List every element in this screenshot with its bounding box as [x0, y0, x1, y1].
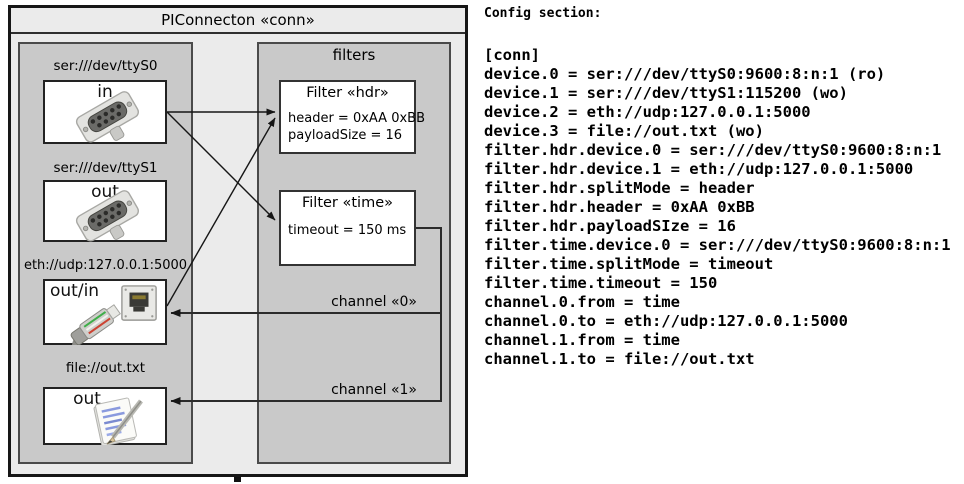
rj45-jack-icon	[121, 285, 157, 321]
db9-serial-connector-icon	[75, 190, 139, 242]
channel-1-label: channel «1»	[331, 382, 417, 398]
config-line: filter.hdr.device.1 = eth://udp:127.0.0.…	[484, 160, 914, 178]
db9-serial-connector-icon	[75, 91, 139, 143]
channel-0-label: channel «0»	[331, 294, 417, 310]
filter-title: Filter «time»	[301, 195, 394, 211]
rj45-plug-icon	[70, 304, 121, 345]
filters-panel: filters Filter «hdr» header = 0xAA 0xBB …	[257, 42, 451, 464]
config-line: filter.hdr.header = 0xAA 0xBB	[484, 198, 755, 216]
device-box-eth: out/in	[43, 279, 167, 345]
filter-property: timeout = 150 ms	[288, 223, 407, 238]
diagram-title: PIConnecton «conn»	[11, 8, 465, 34]
device-box-ttys1: out	[43, 180, 167, 242]
config-lines: [conn] device.0 = ser:///dev/ttyS0:9600:…	[484, 46, 951, 369]
config-line: channel.1.to = file://out.txt	[484, 350, 755, 368]
config-line: device.3 = file://out.txt (wo)	[484, 122, 764, 140]
config-line: device.2 = eth://udp:127.0.0.1:5000	[484, 103, 811, 121]
filter-property: header = 0xAA 0xBB	[288, 111, 426, 126]
connection-diagram: PIConnecton «conn» ser:///dev/ttyS0 in	[8, 5, 468, 482]
config-heading: Config section:	[484, 6, 602, 21]
port-label: out/in	[50, 281, 100, 301]
filter-property: payloadSize = 16	[288, 128, 403, 143]
device-uri-ttys0: ser:///dev/ttyS0	[53, 58, 158, 74]
config-line: filter.hdr.splitMode = header	[484, 179, 755, 197]
config-line: device.0 = ser:///dev/ttyS0:9600:8:n:1 (…	[484, 65, 886, 83]
filter-title: Filter «hdr»	[306, 85, 389, 101]
devices-panel: ser:///dev/ttyS0 in ser:///dev/ttyS1 o	[18, 42, 193, 464]
device-uri-eth: eth://udp:127.0.0.1:5000	[23, 258, 188, 273]
config-line: [conn]	[484, 46, 540, 64]
config-line: channel.0.from = time	[484, 293, 680, 311]
device-box-ttys0: in	[43, 80, 167, 144]
config-line: filter.time.timeout = 150	[484, 274, 718, 292]
config-line: channel.1.from = time	[484, 331, 680, 349]
device-box-file: out	[43, 387, 167, 445]
device-uri-ttys1: ser:///dev/ttyS1	[53, 160, 158, 176]
config-line: filter.time.splitMode = timeout	[484, 255, 774, 273]
filter-box-hdr: Filter «hdr» header = 0xAA 0xBB payloadS…	[279, 80, 425, 154]
filter-box-time: Filter «time» timeout = 150 ms	[279, 190, 416, 266]
config-line: device.1 = ser:///dev/ttyS1:115200 (wo)	[484, 84, 848, 102]
config-line: filter.time.device.0 = ser:///dev/ttyS0:…	[484, 236, 951, 254]
port-label: out	[73, 389, 101, 409]
filters-panel-title: filters	[332, 46, 376, 64]
config-section: Config section: [conn] device.0 = ser://…	[484, 6, 962, 368]
notepad-pencil-icon	[93, 397, 143, 445]
config-line: filter.hdr.payloadSIze = 16	[484, 217, 736, 235]
config-line: filter.hdr.device.0 = ser:///dev/ttyS0:9…	[484, 141, 942, 159]
config-line: channel.0.to = eth://udp:127.0.0.1:5000	[484, 312, 848, 330]
diagram-bottom-tick	[234, 477, 241, 482]
device-uri-file: file://out.txt	[65, 360, 146, 376]
port-label: in	[97, 82, 113, 102]
